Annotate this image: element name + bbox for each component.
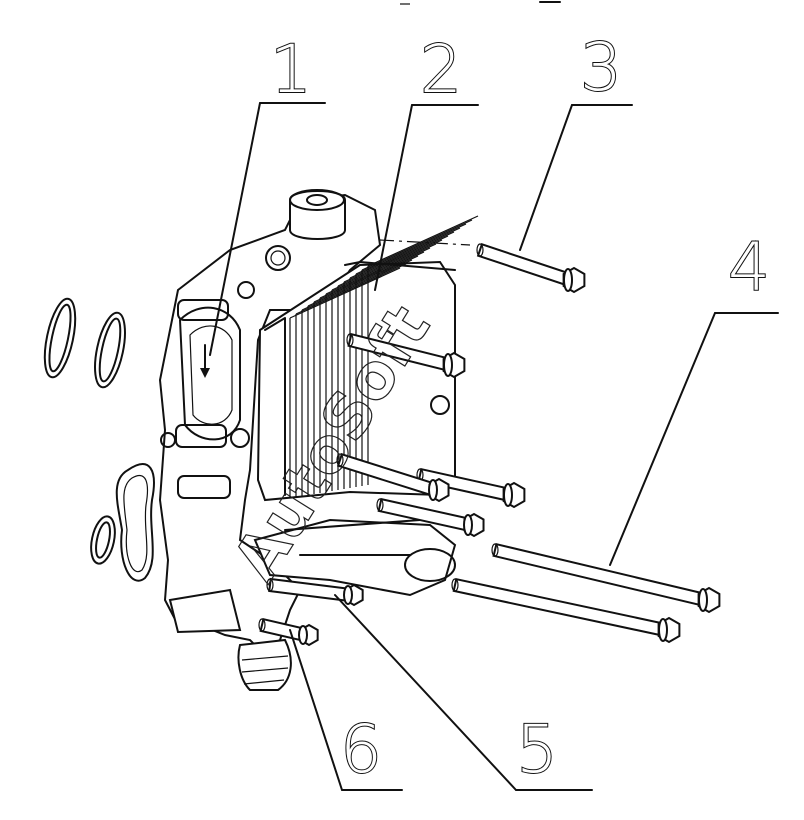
callout-3: 3 xyxy=(580,29,622,106)
oil-filter-housing xyxy=(158,189,457,691)
oil-cooler-stack xyxy=(256,215,479,502)
top-specks xyxy=(400,1,561,5)
cooler-fin xyxy=(367,215,479,485)
callout-2: 2 xyxy=(420,31,462,108)
cooler-fin xyxy=(355,223,467,487)
callout-5: 5 xyxy=(516,711,558,788)
bolt xyxy=(376,497,485,538)
callout-1: 1 xyxy=(270,31,312,108)
bolt xyxy=(451,577,681,644)
bolt xyxy=(476,243,586,294)
o-ring-seals xyxy=(43,297,126,565)
bolt xyxy=(258,617,319,647)
cooler-fins xyxy=(289,215,479,498)
bolt-set xyxy=(258,243,721,647)
bolt xyxy=(336,453,450,503)
bolt xyxy=(416,467,526,509)
bolt xyxy=(266,577,364,607)
gasket xyxy=(115,463,155,582)
callout-4: 4 xyxy=(728,229,770,306)
callout-6: 6 xyxy=(340,711,382,788)
bolt xyxy=(491,542,721,614)
leader-lines xyxy=(209,102,779,791)
bolt xyxy=(346,332,466,379)
